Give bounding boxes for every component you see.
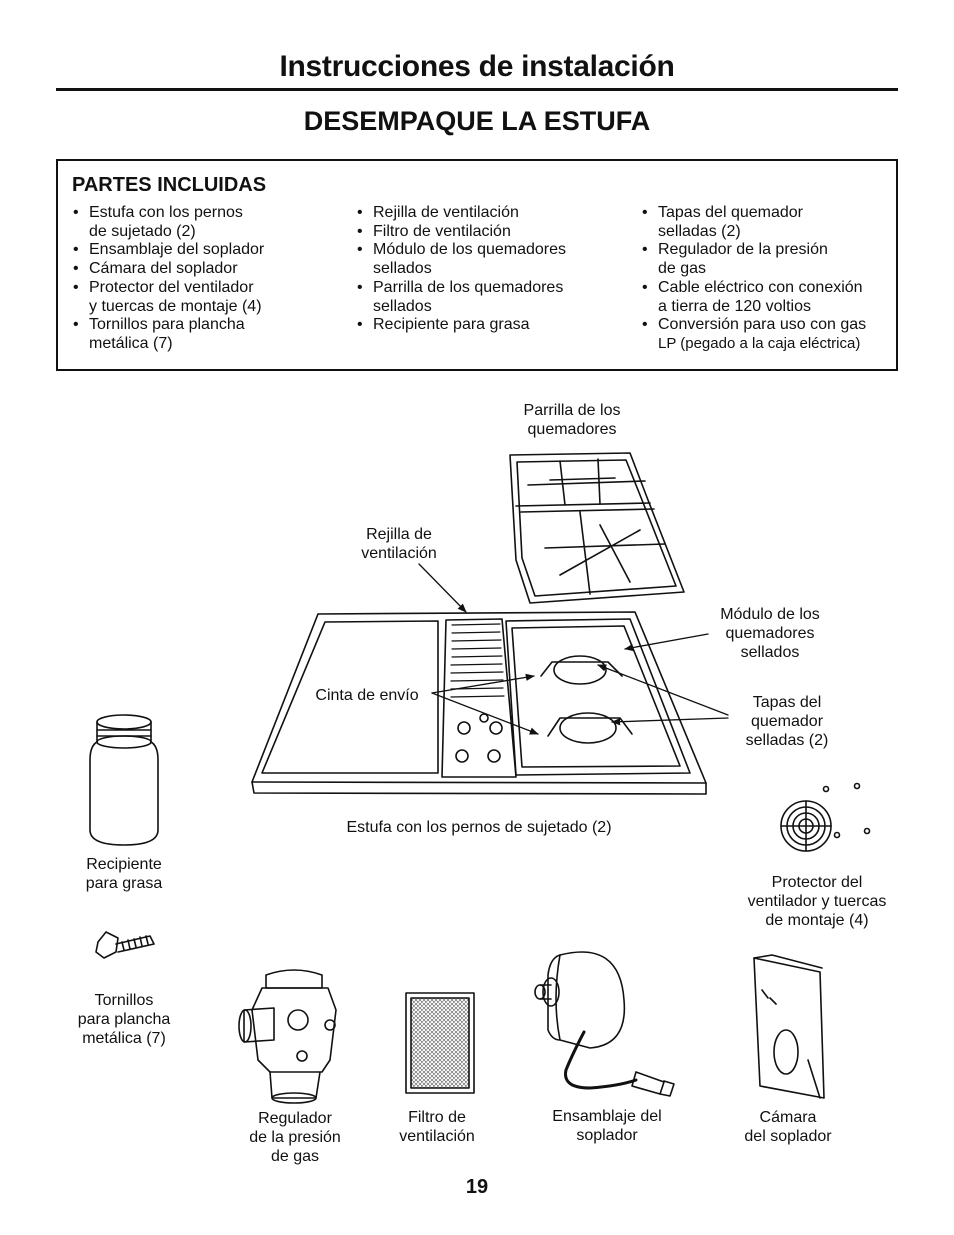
page-number: 19 xyxy=(465,1176,489,1198)
page-title: Instrucciones de instalación xyxy=(279,50,675,83)
list-item: Rejilla de ventilación xyxy=(355,204,566,223)
list-item: Cámara del soplador xyxy=(71,260,264,279)
blower-assembly-icon xyxy=(534,951,675,1097)
burner-grate-icon xyxy=(509,452,685,604)
cooktop-icon xyxy=(251,611,707,795)
vent-filter-icon xyxy=(405,992,475,1094)
blower-chamber-icon xyxy=(753,954,825,1099)
parts-included-box: PARTES INCLUIDAS Estufa con los pernosde… xyxy=(56,159,898,371)
section-title: DESEMPAQUE LA ESTUFA xyxy=(303,106,651,136)
vent-slots xyxy=(450,623,505,698)
fan-guard-icon xyxy=(780,782,871,852)
leader-arrows xyxy=(418,563,729,735)
title-rule xyxy=(56,88,898,91)
label-cinta: Cinta de envío xyxy=(315,687,419,704)
parts-box-title: PARTES INCLUIDAS xyxy=(72,174,267,196)
grease-jar-icon xyxy=(89,714,159,846)
label-estufa: Estufa con los pernos de sujetado (2) xyxy=(346,819,612,836)
screw-icon xyxy=(95,931,155,959)
parts-column-2: Rejilla de ventilación Filtro de ventila… xyxy=(355,204,566,335)
list-item: Ensamblaje del soplador xyxy=(71,241,264,260)
list-item: Recipiente para grasa xyxy=(355,316,566,335)
list-item: Filtro de ventilación xyxy=(355,223,566,242)
gas-regulator-icon xyxy=(238,969,337,1104)
